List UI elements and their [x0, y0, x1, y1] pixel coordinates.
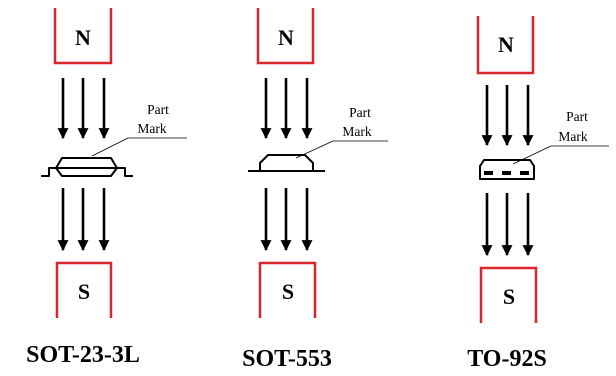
part-mark-label-line2: Mark [558, 129, 587, 144]
south-magnet: S [55, 261, 113, 318]
lead-pad [502, 171, 511, 175]
north-magnet: N [476, 16, 535, 75]
south-magnet: S [479, 266, 538, 323]
flux-arrows-top [57, 78, 110, 140]
part-mark-callout: Part Mark [512, 109, 609, 165]
package-title: SOT-23-3L [26, 342, 140, 368]
flux-arrows-bottom [481, 193, 534, 257]
column-to-92s: N Part Mark S TO-92S [467, 16, 609, 372]
south-label: S [503, 284, 515, 309]
south-magnet: S [258, 261, 317, 318]
package-sot-553 [248, 154, 325, 172]
part-mark-callout: Part Mark [91, 102, 187, 157]
north-magnet: N [53, 8, 113, 65]
package-title: TO-92S [467, 346, 547, 372]
package-title: SOT-553 [242, 346, 332, 372]
flux-arrows-top [260, 78, 313, 140]
north-label: N [278, 25, 294, 50]
part-mark-label-line1: Part [349, 105, 371, 120]
north-label: N [75, 25, 91, 50]
part-mark-label-line2: Mark [342, 124, 371, 139]
part-mark-callout: Part Mark [295, 105, 388, 159]
package-sot-23-3l [41, 157, 133, 177]
column-sot-553: N Part Mark S SOT-553 [242, 8, 388, 372]
leader-line [91, 137, 129, 157]
flux-arrows-top [481, 85, 534, 147]
flux-arrows-bottom [260, 188, 313, 252]
north-label: N [498, 32, 514, 57]
north-magnet: N [256, 8, 315, 65]
south-label: S [78, 279, 90, 304]
part-mark-label-line1: Part [147, 102, 169, 117]
package-to-92s [479, 159, 535, 180]
lead-pad [484, 171, 493, 175]
part-mark-label-line2: Mark [137, 121, 166, 136]
part-mark-label-line1: Part [566, 109, 588, 124]
south-label: S [282, 279, 294, 304]
lead-pad [520, 171, 529, 175]
column-sot-23-3l: N Part Mark S SOT-23-3L [26, 8, 187, 368]
flux-arrows-bottom [57, 188, 110, 252]
